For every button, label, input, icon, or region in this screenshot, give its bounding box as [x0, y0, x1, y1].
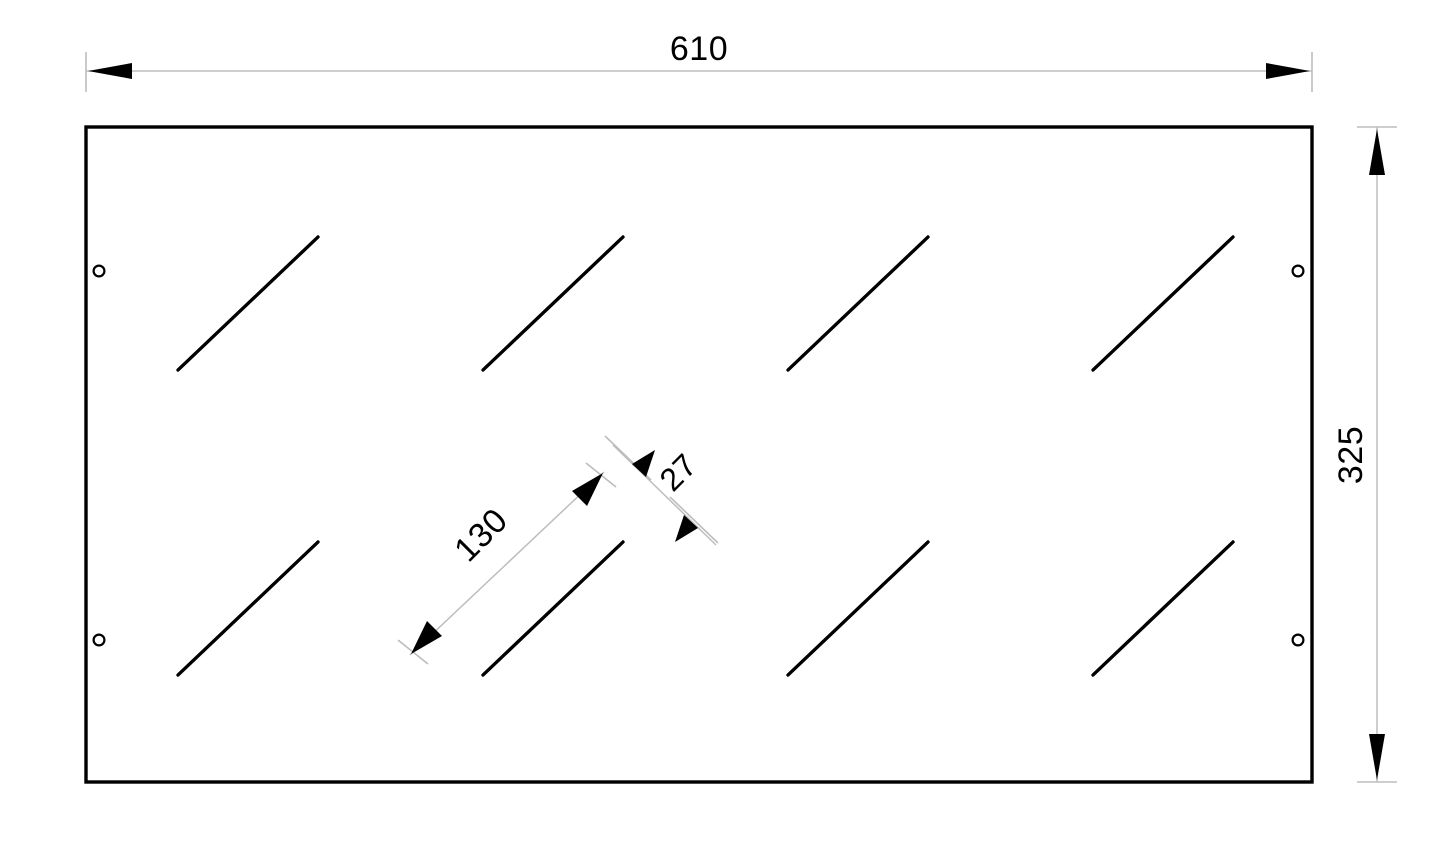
slot-r2c2-fill	[481, 540, 625, 677]
slot-r1c3-fill	[786, 235, 930, 372]
dimension-slot-width: 27	[604, 435, 719, 546]
slot-r2c1-fill	[176, 540, 320, 677]
ext-tick-width-end	[669, 496, 719, 544]
arrow-head-width-start	[632, 450, 655, 477]
arrow-head-length-end	[572, 473, 603, 506]
dimension-label-height: 325	[1332, 426, 1370, 484]
dimension-slot-length: 130	[397, 462, 617, 665]
dimension-overall-width: 610	[85, 30, 1313, 92]
dim-line-slot-length	[409, 471, 605, 656]
hole-top-right	[1291, 264, 1305, 278]
hole-bottom-right	[1291, 633, 1305, 647]
slot-r1c4-fill	[1091, 235, 1235, 372]
dimension-overall-height: 325	[1332, 126, 1397, 783]
slot-r2c4-fill	[1091, 540, 1235, 677]
slot-r1c2-fill	[481, 235, 625, 372]
arrow-head-width-end	[675, 515, 698, 542]
slot-row-1	[176, 235, 1235, 372]
arrow-head-bottom	[1369, 734, 1385, 780]
dim-line-slot-width	[612, 444, 717, 546]
slot-r2c3-fill	[786, 540, 930, 677]
dimension-label-slot-length: 130	[447, 501, 515, 569]
arrow-head-right	[1266, 63, 1310, 79]
dimension-label-width: 610	[670, 30, 728, 68]
arrow-head-left	[88, 63, 132, 79]
slot-r1c1-fill	[176, 235, 320, 372]
arrow-head-top	[1369, 129, 1385, 175]
plate-outline	[84, 125, 1314, 784]
slot-row-2	[176, 540, 1235, 677]
mounting-holes-group	[92, 264, 1305, 647]
hole-bottom-left	[92, 633, 106, 647]
hole-top-left	[92, 264, 106, 278]
arrow-head-length-start	[411, 621, 442, 654]
